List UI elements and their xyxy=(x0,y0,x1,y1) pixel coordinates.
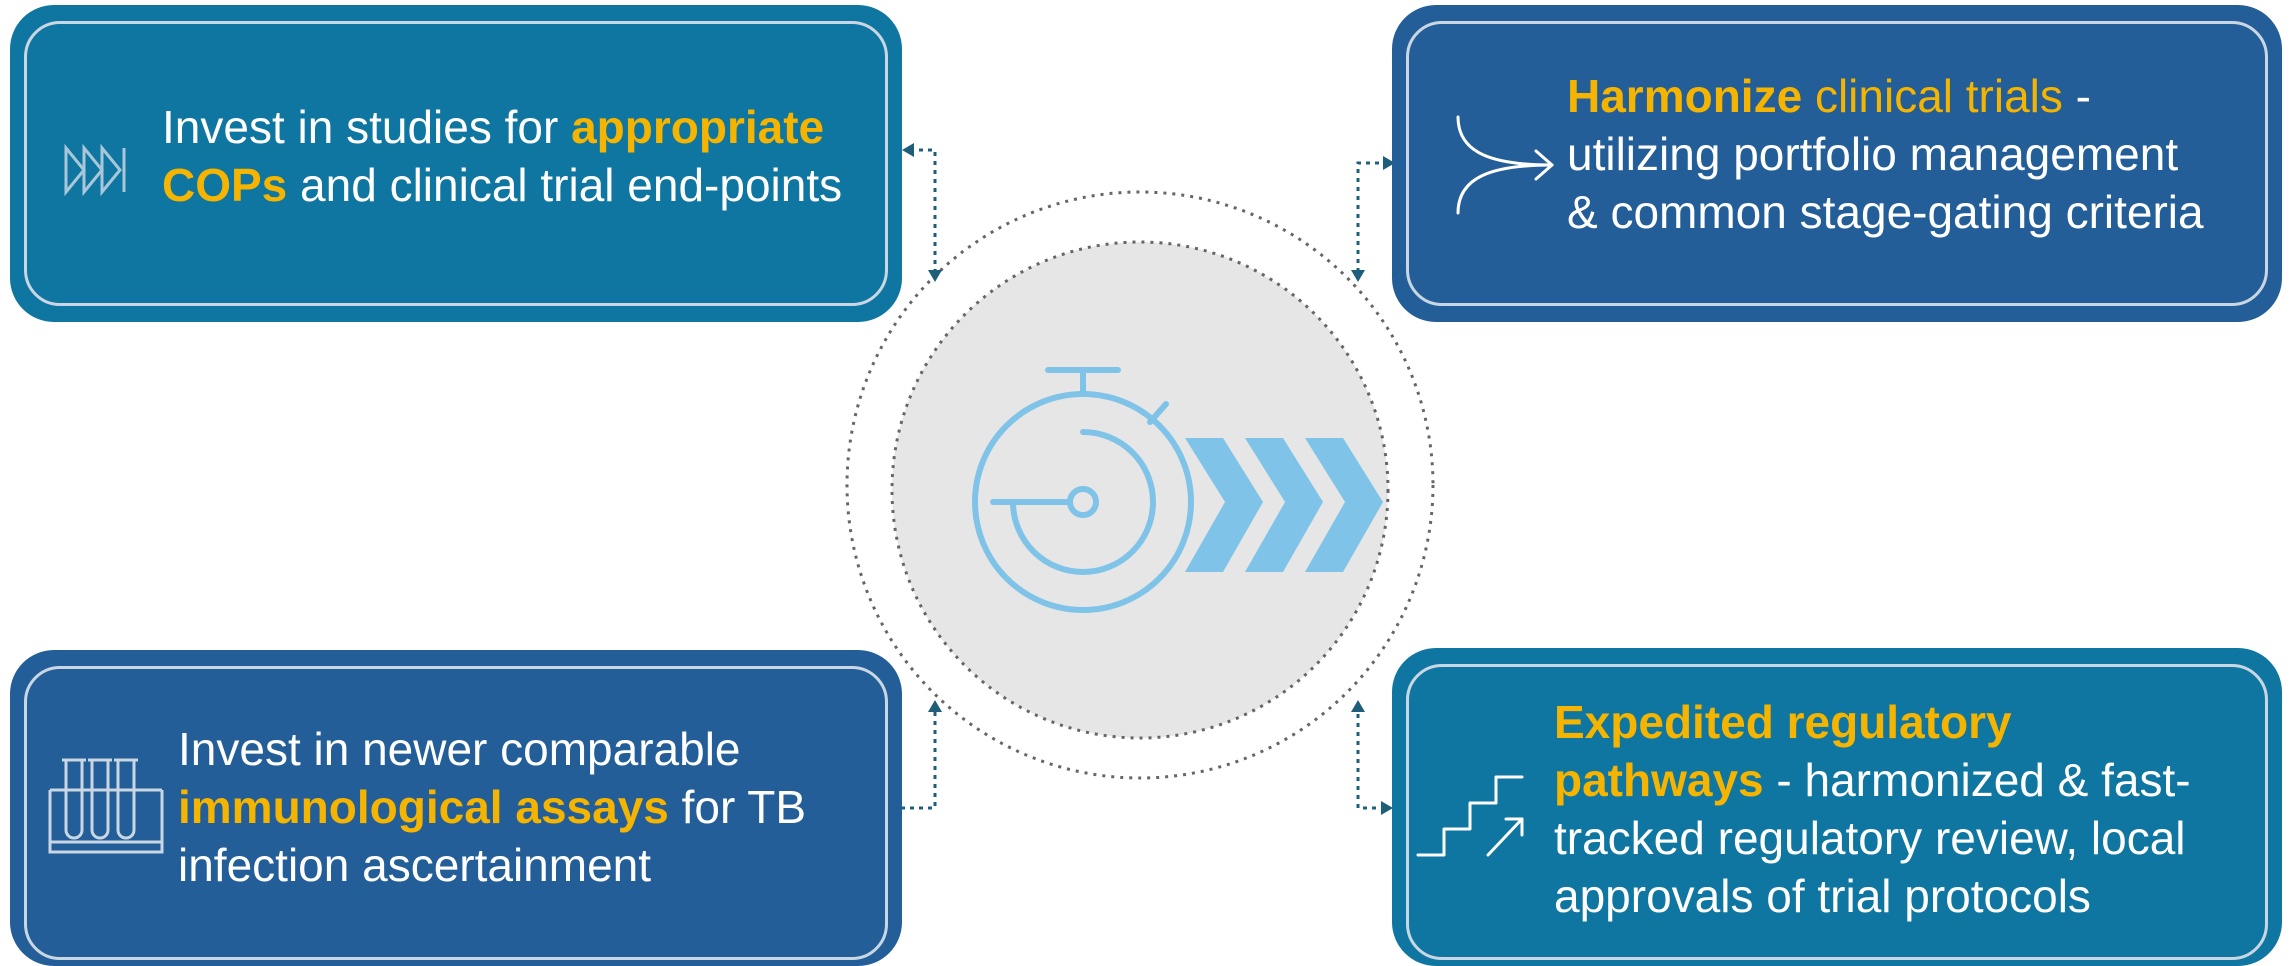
connector-top-right xyxy=(1356,161,1388,275)
card-appropriate-cops: Invest in studies for appropriate COPs a… xyxy=(10,5,902,322)
connector-top-left xyxy=(910,148,937,275)
connector-bottom-left xyxy=(892,710,937,810)
card-border xyxy=(24,666,888,960)
card-text: Expedited regulatory pathways - harmoniz… xyxy=(1554,696,2191,922)
connector-top-right-arrowhead-b xyxy=(1351,270,1365,282)
connector-top-left-arrowhead-b xyxy=(928,270,942,282)
card-text: Invest in studies for appropriate COPs a… xyxy=(162,101,843,211)
card-border xyxy=(1406,21,2268,306)
outer-dotted-ring xyxy=(845,190,1435,780)
merge-arrow-icon xyxy=(1456,115,1554,215)
card-border xyxy=(24,21,888,306)
stopwatch-speed-icon xyxy=(972,367,1194,613)
connector-bottom-right xyxy=(1356,710,1385,810)
card-border xyxy=(1406,664,2268,960)
connector-top-right-arrowhead-a xyxy=(1383,156,1395,170)
card-harmonize-trials: Harmonize clinical trials - utilizing po… xyxy=(1392,5,2282,322)
fast-forward-icon xyxy=(64,143,126,197)
connector-bottom-right-arrowhead-b xyxy=(1381,801,1393,815)
inner-grey-circle xyxy=(890,240,1390,740)
connector-top-left-arrowhead-a xyxy=(902,143,914,157)
card-expedited-pathways: Expedited regulatory pathways - harmoniz… xyxy=(1392,648,2282,966)
card-text: Invest in newer comparable immunological… xyxy=(178,723,807,891)
speed-chevrons xyxy=(1185,438,1383,572)
connector-bottom-right-arrowhead-a xyxy=(1351,700,1365,712)
connector-bottom-left-arrowhead xyxy=(928,700,942,712)
card-immunological-assays: Invest in newer comparable immunological… xyxy=(10,650,902,966)
stairs-up-icon xyxy=(1416,775,1524,857)
card-text: Harmonize clinical trials - utilizing po… xyxy=(1567,70,2204,238)
test-tubes-icon xyxy=(48,758,164,854)
